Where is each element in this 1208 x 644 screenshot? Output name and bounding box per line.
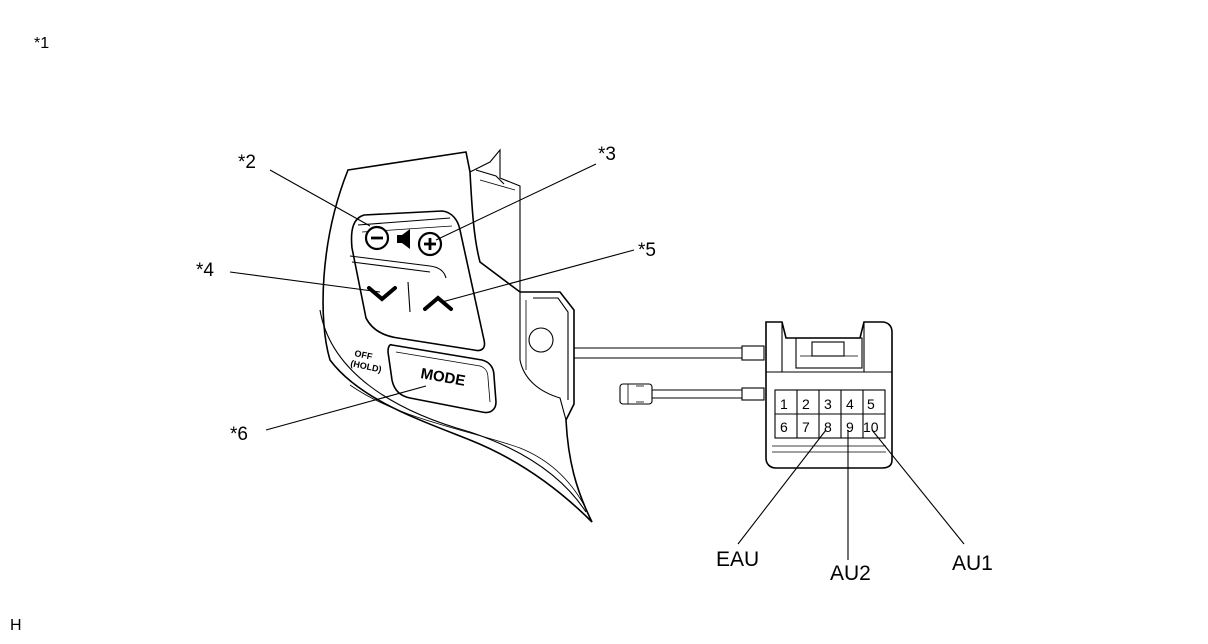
seek-down-button[interactable] [367,286,397,302]
harness-connector: 1 2 3 4 5 6 7 8 9 10 [765,321,893,469]
mode-label: MODE [419,365,466,390]
off-label: OFF [354,348,374,362]
pin-3: 3 [824,396,832,412]
terminal-eau: EAU [716,548,759,571]
callout-2: *2 [238,152,256,173]
callout-6: *6 [230,424,248,445]
pin-5: 5 [867,396,875,412]
terminal-au1: AU1 [952,552,993,575]
chevron-down-icon [367,286,397,302]
callout-3: *3 [598,144,616,165]
pin-9: 9 [846,419,854,435]
volume-down-button[interactable] [364,225,390,251]
callout-4: *4 [196,260,214,281]
harness-wires [574,345,765,405]
volume-up-button[interactable] [417,231,443,257]
pin-2: 2 [802,396,810,412]
callout-5: *5 [638,240,656,261]
pin-6: 6 [780,419,788,435]
leader-lines [229,163,965,560]
pin-8: 8 [824,419,832,435]
pin-1: 1 [780,396,788,412]
seek-up-button[interactable] [423,295,453,311]
figure-callout-1: *1 [34,35,49,52]
pin-4: 4 [846,396,854,412]
mode-button[interactable]: MODE [387,343,497,414]
terminal-au2: AU2 [830,562,871,585]
figure-code: H [10,617,22,634]
pin-7: 7 [802,419,810,435]
pin-10: 10 [863,419,879,435]
hold-label: (HOLD) [350,358,383,374]
chevron-up-icon [423,295,453,311]
steering-pad-switch: MODE OFF (HOLD) [319,148,593,523]
speaker-icon [397,229,410,249]
